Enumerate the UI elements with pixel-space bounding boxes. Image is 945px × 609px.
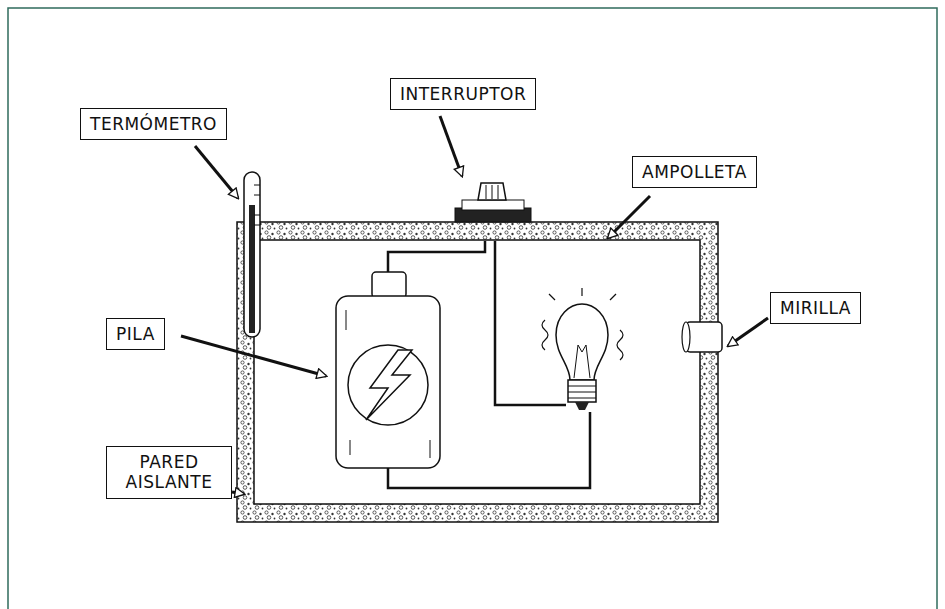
label-box: INTERRUPTOR (390, 78, 536, 110)
sight-glass (682, 322, 722, 352)
part-label: PARED AISLANTE (116, 452, 222, 493)
part-label: TERMÓMETRO (90, 114, 217, 134)
label-box: PILA (106, 318, 165, 350)
part-label: AMPOLLETA (642, 162, 747, 182)
label-box: MIRILLA (770, 292, 861, 324)
light-bulb (542, 288, 623, 410)
part-label: MIRILLA (780, 298, 851, 318)
switch (455, 183, 531, 222)
frame (8, 8, 937, 609)
part-label: INTERRUPTOR (400, 84, 526, 104)
part-label: PILA (116, 324, 155, 344)
battery (336, 272, 440, 468)
leader-arrow (181, 116, 768, 494)
thermometer (244, 172, 260, 337)
label-box: AMPOLLETA (632, 156, 757, 188)
label-box: PARED AISLANTE (106, 446, 232, 499)
label-box: TERMÓMETRO (80, 108, 227, 140)
